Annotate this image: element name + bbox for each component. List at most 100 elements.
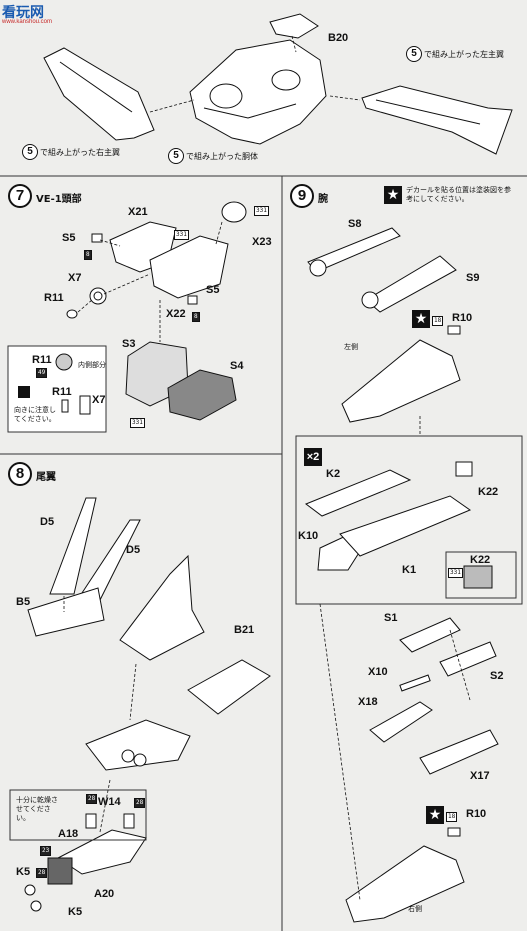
tag-331-b: 331 [254, 206, 269, 216]
step8-note: 十分に乾燥させてください。 [16, 796, 58, 822]
label-b5: B5 [16, 596, 31, 608]
label-x22: X22 [166, 308, 186, 320]
x18-part [369, 701, 433, 743]
label-r10-a: R10 [452, 312, 473, 324]
d5-right-part [79, 519, 141, 601]
step8-title: 尾翼 [36, 472, 56, 483]
s4-part [167, 369, 237, 421]
k1-part [339, 495, 472, 557]
label-d5-a: D5 [40, 516, 55, 528]
k2-part [304, 469, 412, 517]
fuselage-base [85, 719, 191, 771]
arm-part [341, 339, 461, 423]
tag-18-b: 18 [446, 812, 458, 822]
label-r10-b: R10 [466, 808, 487, 820]
label-k10: K10 [298, 530, 319, 542]
left-side-label: 左側 [344, 343, 358, 351]
step5-ref-left-wing: 5 [406, 46, 422, 62]
b20-part [269, 13, 319, 39]
detail-r11-b: R11 [52, 386, 72, 398]
step9-title: 腕 [318, 194, 328, 205]
tag-18-a: 18 [432, 316, 444, 326]
fuselage-part [189, 39, 327, 145]
tag-331-d: 331 [448, 568, 463, 578]
tag-8-b: 8 [192, 312, 200, 322]
step7-number: 7 [8, 184, 32, 208]
label-x23: X23 [252, 236, 272, 248]
tail-assembly [119, 554, 205, 661]
a20-part [47, 857, 73, 885]
label-k5-a: K5 [16, 866, 31, 878]
label-s9: S9 [466, 272, 480, 284]
label-k22-b: K22 [470, 554, 491, 566]
label-s4: S4 [230, 360, 244, 372]
b21-part [187, 659, 271, 715]
label-b20: B20 [328, 32, 349, 44]
step9-number: 9 [290, 184, 314, 208]
label-a18: A18 [58, 828, 79, 840]
watermark-url: www.kanshou.com [2, 19, 53, 25]
watermark-logo: 看玩网 [2, 4, 44, 20]
s5-part [91, 233, 103, 243]
decal-star-icon-b: ★ [426, 806, 444, 824]
step5-ref-right-wing: 5 [22, 144, 38, 160]
r10-part-b [447, 827, 461, 837]
label-s2: S2 [490, 670, 504, 682]
caption-fuselage: で組み上がった胴体 [186, 152, 258, 161]
tag-331-a: 331 [174, 230, 189, 240]
detail-tag-49: 49 [36, 368, 48, 378]
tag-23: 23 [40, 846, 52, 856]
s5-part-b [187, 295, 198, 305]
x2-mark: ×2 [304, 448, 322, 466]
detail-x7: X7 [92, 394, 106, 406]
decal-note: デカールを貼る位置は塗装図を参考にしてください。 [406, 186, 511, 203]
detail-r11: R11 [32, 354, 52, 366]
tag-28-b: 28 [134, 798, 146, 808]
label-x17: X17 [470, 770, 490, 782]
label-w14: W14 [98, 796, 121, 808]
left-wing-part [361, 85, 513, 155]
step8-number: 8 [8, 462, 32, 486]
step5-ref-fuselage: 5 [168, 148, 184, 164]
caption-left-wing: で組み上がった左主翼 [424, 50, 504, 59]
label-x21: X21 [128, 206, 148, 218]
label-x7: X7 [68, 272, 82, 284]
caption-right-wing: で組み上がった右主翼 [40, 148, 120, 157]
detail-note: 向きに注意してください。 [14, 406, 56, 423]
label-a20: A20 [94, 888, 115, 900]
x17-part [419, 729, 499, 775]
label-r11: R11 [44, 292, 64, 304]
x23-part [221, 201, 247, 223]
d5-left-part [49, 497, 97, 595]
x10-part [399, 674, 431, 692]
s1-part [399, 617, 461, 653]
tag-8-a: 8 [84, 250, 92, 260]
decal-star-icon: ★ [384, 186, 402, 204]
label-s5-b: S5 [206, 284, 220, 296]
label-s3: S3 [122, 338, 136, 350]
a18-part [57, 829, 147, 875]
label-k2: K2 [326, 468, 341, 480]
k5-part [24, 884, 36, 896]
head-body-part [149, 235, 229, 299]
label-x10: X10 [368, 666, 388, 678]
s9-part [365, 255, 457, 313]
tag-28-c: 28 [36, 868, 48, 878]
right-side-label: 右側 [408, 905, 422, 913]
label-k1: K1 [402, 564, 417, 576]
label-x18: X18 [358, 696, 378, 708]
k22-part [455, 461, 473, 477]
label-s1: S1 [384, 612, 398, 624]
label-k5-b: K5 [68, 906, 83, 918]
w14-part [85, 813, 97, 829]
s2-part [439, 641, 497, 677]
b5-part [27, 587, 105, 637]
r10-part [447, 325, 461, 335]
label-b21: B21 [234, 624, 255, 636]
label-k22-a: K22 [478, 486, 499, 498]
decal-star-icon-a: ★ [412, 310, 430, 328]
tag-331-c: 331 [130, 418, 145, 428]
tag-28-a: 28 [86, 794, 98, 804]
detail-inner-part: 内側部分 [78, 361, 106, 369]
